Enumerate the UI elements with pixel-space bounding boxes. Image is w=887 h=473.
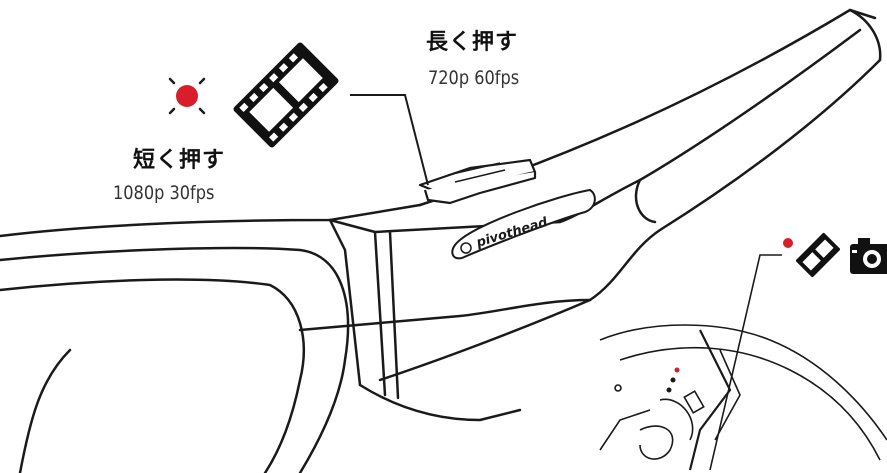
short-press-spec: 1080p 30fps [113,182,215,204]
inset-arm-detail [599,324,887,471]
leader-line-long [350,94,429,186]
film-strip-icon [233,42,339,148]
camera-icon [850,238,887,274]
long-press-spec: 720p 60fps [428,67,520,89]
short-press-label: 短く押す [133,148,226,173]
inset-led-dots [666,367,680,393]
recording-dot-icon [168,77,206,115]
leader-line-inset [709,254,782,471]
brand-logo: pivothead [451,188,596,260]
small-film-strip-icon [795,232,841,278]
record-button [418,158,537,205]
long-press-label: 長く押す [426,30,519,55]
small-recording-dot-icon [783,238,793,248]
